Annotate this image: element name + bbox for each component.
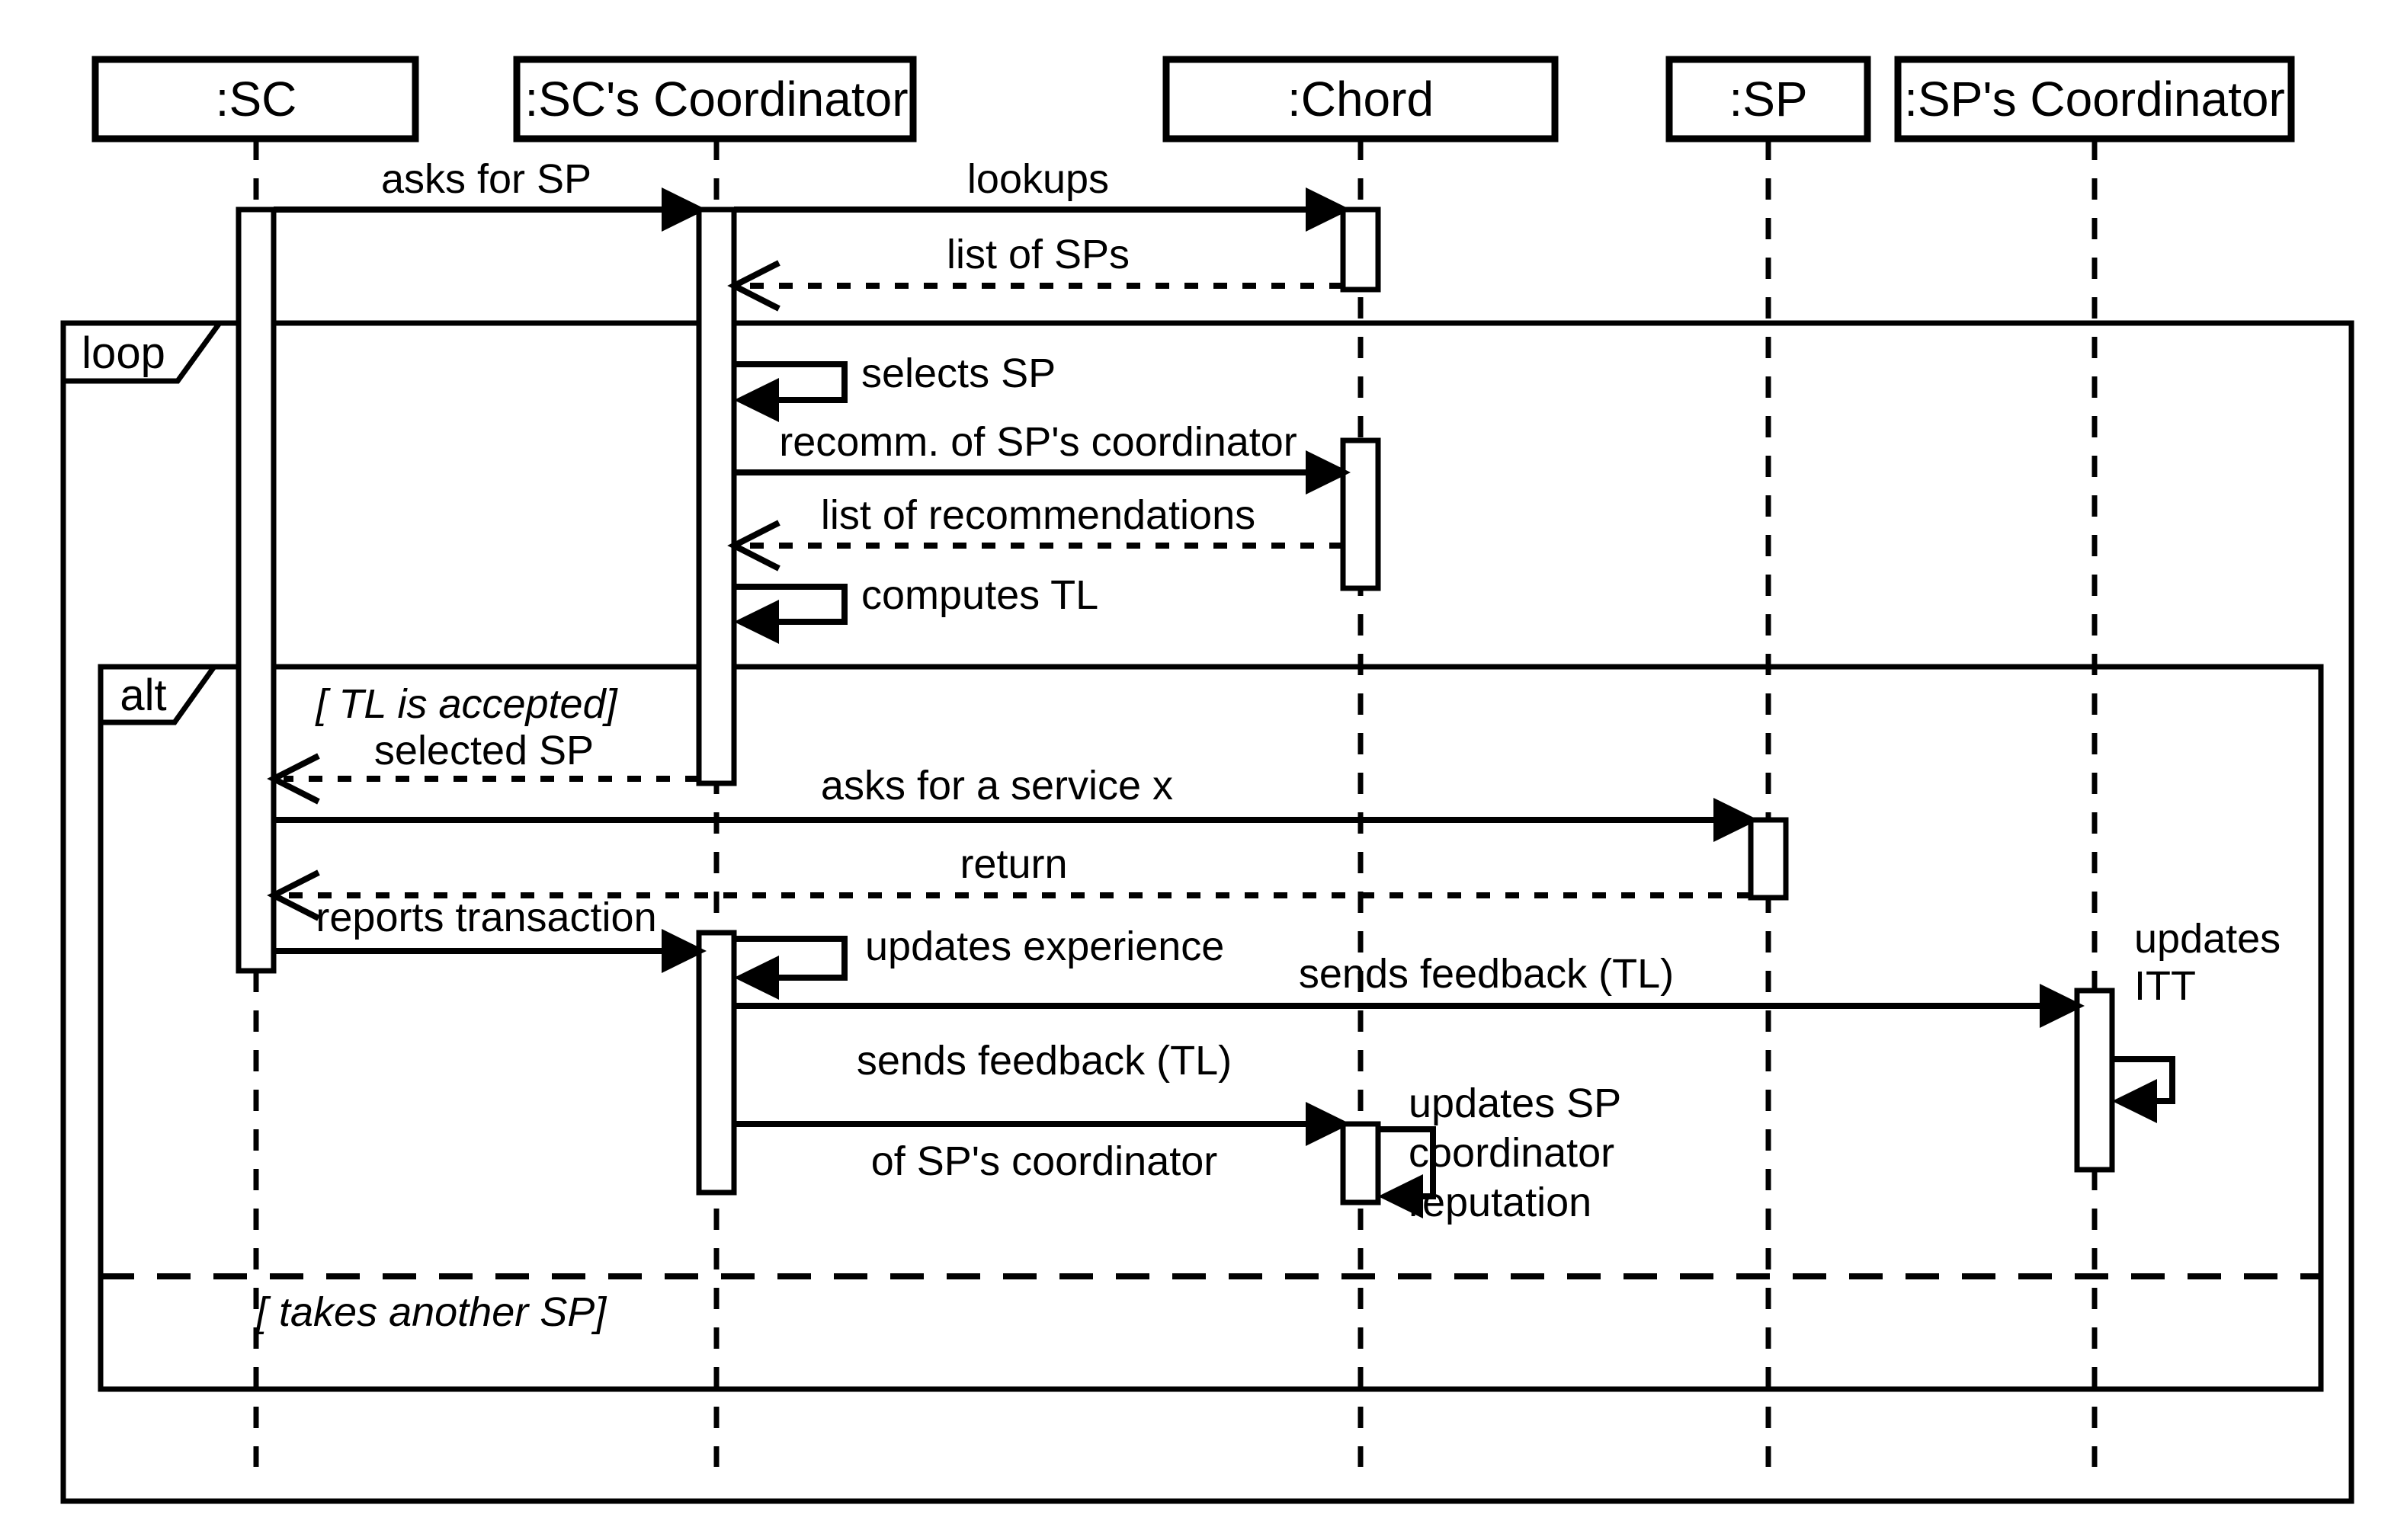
message-asks-for-service-label: asks for a service x xyxy=(821,763,1173,808)
message-reports-transaction-arrowhead xyxy=(662,929,707,973)
message-recomm-arrowhead xyxy=(1306,450,1351,495)
message-list-of-recommendations-arrowhead xyxy=(727,520,780,571)
message-asks-for-service-arrowhead xyxy=(1713,798,1758,842)
note-updates-itt-line1: updates xyxy=(2134,916,2281,962)
lifeline-sc-label: :SC xyxy=(216,72,297,126)
loop-frame-label: loop xyxy=(82,328,165,378)
lifeline-chord-box xyxy=(1162,56,1559,142)
message-computes-tl-label: computes TL xyxy=(861,572,1098,618)
message-lookups-label: lookups xyxy=(967,156,1109,202)
message-sends-feedback-1-arrowhead xyxy=(2040,984,2085,1028)
note-updates-sp-rep-line3: reputation xyxy=(1409,1180,1591,1225)
message-lookups-arrowhead xyxy=(1306,187,1351,232)
message-updates-sp-reputation-line xyxy=(1378,1126,1436,1199)
activation-chord-3 xyxy=(1340,1121,1381,1205)
activation-sp xyxy=(1748,817,1789,901)
lifeline-sc-coordinator-box xyxy=(513,56,917,142)
message-selects-sp-arrowhead xyxy=(734,378,779,422)
message-asks-for-sp-label: asks for SP xyxy=(381,156,591,202)
message-updates-experience-line xyxy=(734,936,848,981)
lifeline-sp-box xyxy=(1665,56,1871,142)
lifeline-sp-label: :SP xyxy=(1729,72,1807,126)
activation-chord-2 xyxy=(1340,437,1381,591)
message-return-label: return xyxy=(960,841,1067,887)
activation-sc xyxy=(236,207,277,974)
alt-frame-pentagon xyxy=(98,664,220,725)
note-updates-sp-rep-line2: coordinator xyxy=(1409,1130,1614,1176)
activation-sp-coordinator xyxy=(2074,988,2115,1173)
message-selected-sp-label: selected SP xyxy=(374,728,594,773)
message-of-sp-coordinator-label: of SP's coordinator xyxy=(871,1138,1218,1184)
lifeline-sp-coordinator-label: :SP's Coordinator xyxy=(1904,72,2285,126)
note-updates-itt-line2: ITT xyxy=(2134,963,2196,1009)
message-sends-feedback-2-label: sends feedback (TL) xyxy=(857,1038,1232,1084)
message-return-arrowhead xyxy=(267,869,320,921)
note-updates-sp-rep-line1: updates SP xyxy=(1409,1081,1621,1126)
activation-sc-coordinator-1 xyxy=(696,207,737,786)
lifeline-chord-label: :Chord xyxy=(1287,72,1434,126)
message-computes-tl-line xyxy=(734,584,848,625)
alt-guard-tl-accepted: [ TL is accepted] xyxy=(314,681,618,727)
message-asks-for-sp-arrowhead xyxy=(662,187,707,232)
message-list-of-recommendations-label: list of recommendations xyxy=(821,492,1255,538)
message-updates-sp-reputation-arrowhead xyxy=(1378,1174,1423,1218)
message-list-of-sps-arrowhead xyxy=(727,260,780,312)
message-updates-itt-line xyxy=(2112,1056,2175,1104)
message-sends-feedback-1-label: sends feedback (TL) xyxy=(1299,951,1674,997)
lifeline-sc-box xyxy=(91,56,419,142)
alt-frame-label: alt xyxy=(120,671,166,720)
alt-frame xyxy=(98,664,2324,1392)
activation-chord-1 xyxy=(1340,207,1381,293)
loop-frame-pentagon xyxy=(60,320,225,384)
message-sends-feedback-2-arrowhead xyxy=(1306,1102,1351,1146)
message-updates-experience-arrowhead xyxy=(734,956,779,1000)
lifeline-sp-coordinator-box xyxy=(1894,56,2295,142)
message-selects-sp-line xyxy=(734,361,848,403)
loop-frame xyxy=(60,320,2354,1504)
message-reports-transaction-label: reports transaction xyxy=(316,895,656,940)
message-selects-sp-label: selects SP xyxy=(861,351,1056,396)
alt-guard-takes-another-sp: [ takes another SP] xyxy=(255,1289,607,1335)
message-computes-tl-arrowhead xyxy=(734,600,779,644)
message-list-of-sps-label: list of SPs xyxy=(947,232,1130,277)
message-recomm-label: recomm. of SP's coordinator xyxy=(779,419,1297,465)
lifeline-sc-coordinator-label: :SC's Coordinator xyxy=(524,72,908,126)
message-updates-experience-label: updates experience xyxy=(865,924,1224,969)
message-updates-itt-arrowhead xyxy=(2112,1079,2157,1123)
activation-sc-coordinator-2 xyxy=(696,930,737,1196)
message-selected-sp-arrowhead xyxy=(267,753,320,805)
